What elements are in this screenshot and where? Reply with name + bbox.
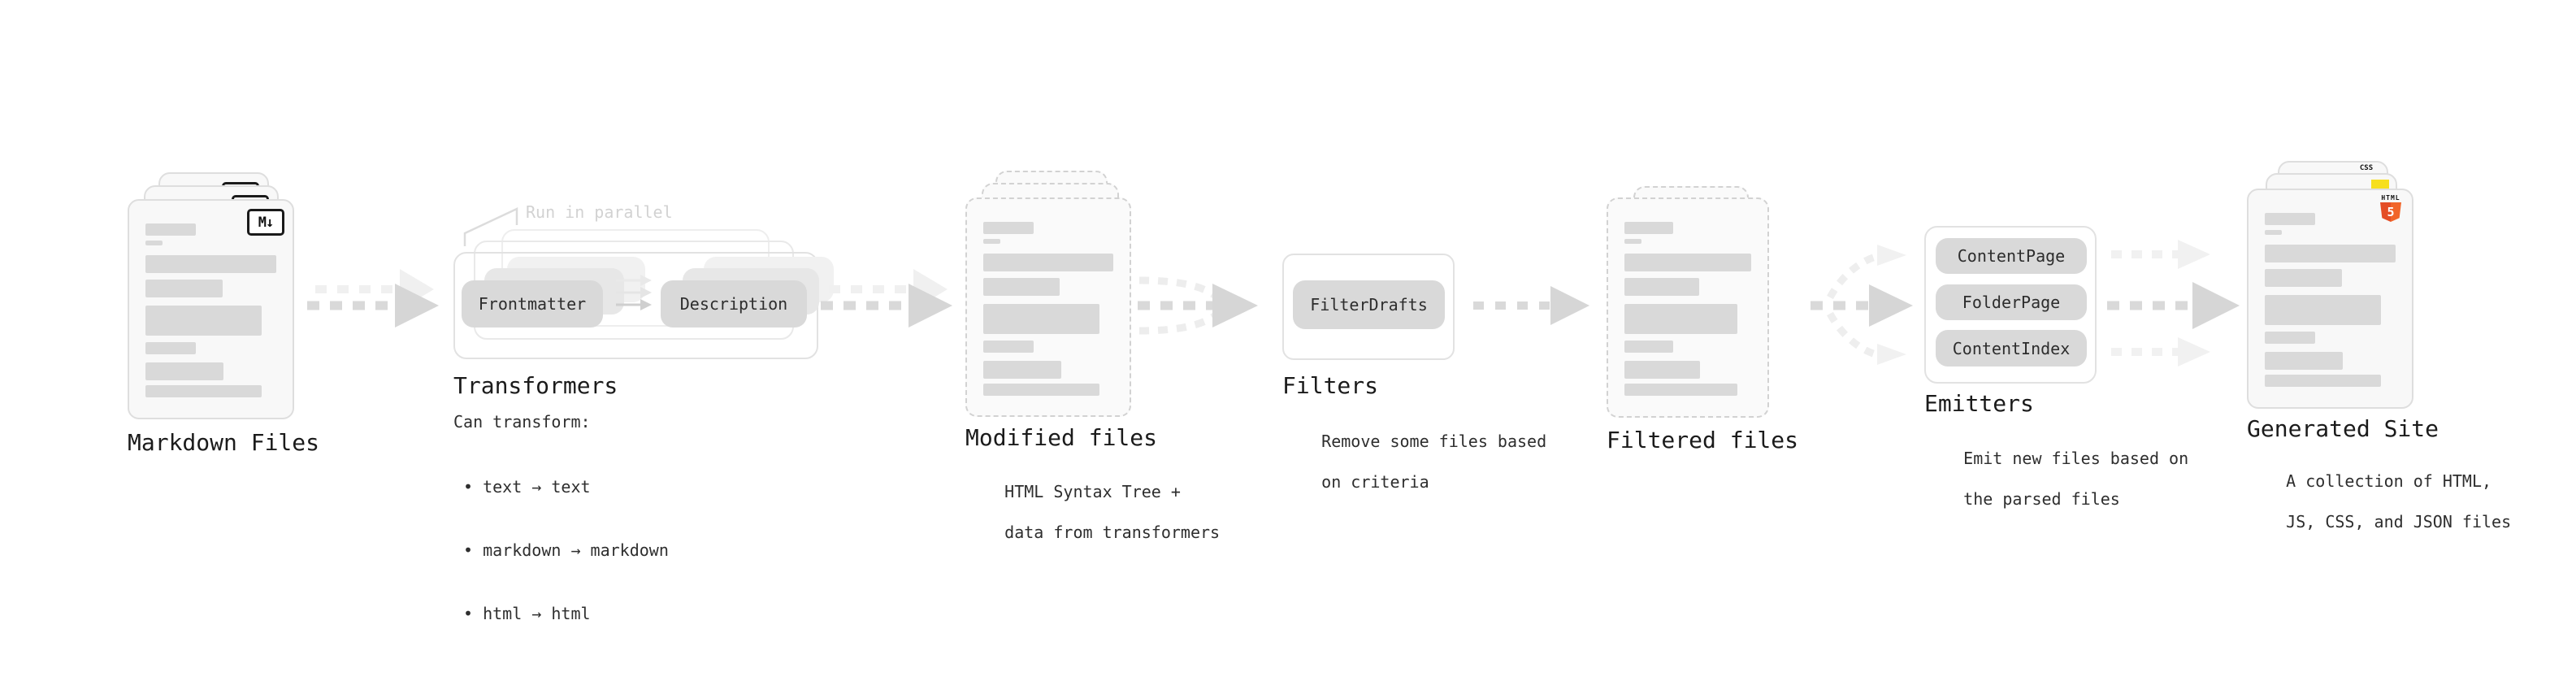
modified-files-title: Modified files	[965, 424, 1158, 451]
placeholder-line	[2265, 230, 2283, 235]
placeholder-line	[1624, 278, 1699, 296]
generated-site-subtitle-line1: A collection of HTML,	[2286, 471, 2492, 491]
arrow-emitters-to-generated-bottom	[2111, 337, 2210, 367]
generated-site-subtitle-line2: JS, CSS, and JSON files	[2286, 512, 2512, 531]
generated-file-card-html: HTML 5	[2247, 189, 2413, 409]
modified-files-stack	[965, 159, 1169, 427]
html5-icon: HTML 5	[2379, 194, 2402, 222]
placeholder-line	[1624, 361, 1701, 379]
placeholder-line	[145, 342, 196, 354]
placeholder-line	[145, 362, 224, 380]
modified-files-subtitle-line2: data from transformers	[1004, 523, 1221, 542]
bullet-markdown-to-markdown: • markdown → markdown	[463, 540, 669, 560]
filtered-files-title: Filtered files	[1607, 427, 1799, 453]
html5-icon-label: HTML	[2381, 194, 2400, 202]
css-icon-label: CSS	[2359, 164, 2374, 172]
document-placeholder-lines	[983, 199, 1115, 415]
modified-files-subtitle: HTML Syntax Tree + data from transformer…	[965, 462, 1220, 563]
document-placeholder-lines	[145, 201, 278, 418]
placeholder-line	[983, 361, 1061, 379]
document-placeholder-lines	[1624, 199, 1753, 416]
placeholder-line	[2265, 332, 2315, 344]
arrow-emitters-to-generated-top	[2111, 240, 2210, 269]
arrow-transformers-to-modified	[821, 269, 952, 327]
placeholder-line	[2265, 269, 2342, 287]
placeholder-line	[983, 304, 1099, 334]
markdown-files-title: Markdown Files	[128, 429, 320, 456]
placeholder-line	[1624, 254, 1752, 271]
markdown-file-card-front: M↓	[128, 199, 294, 419]
transformers-title: Transformers	[453, 372, 618, 399]
filtered-files-stack	[1607, 175, 1810, 427]
placeholder-line	[2265, 295, 2382, 325]
markdown-icon: M↓	[247, 209, 284, 236]
placeholder-line	[145, 385, 262, 397]
placeholder-line	[2265, 352, 2344, 370]
placeholder-line	[145, 223, 196, 236]
placeholder-line	[145, 280, 223, 297]
placeholder-line	[145, 255, 277, 273]
placeholder-line	[1624, 384, 1738, 396]
folderpage-pill: FolderPage	[1936, 284, 2087, 320]
html5-number: 5	[2387, 205, 2395, 219]
description-pill: Description	[661, 280, 807, 327]
placeholder-line	[983, 222, 1034, 234]
arrow-emitters-to-generated-middle	[2107, 282, 2240, 329]
placeholder-line	[1624, 304, 1738, 334]
placeholder-line	[2265, 245, 2396, 262]
markdown-files-stack: M↓ M↓ M↓	[128, 161, 331, 429]
bullet-html-to-html: • html → html	[463, 604, 591, 623]
modified-file-card-front	[965, 197, 1131, 417]
emitters-subtitle-line1: Emit new files based on	[1963, 449, 2189, 468]
contentindex-pill: ContentIndex	[1936, 330, 2087, 367]
arrow-filters-to-filtered	[1473, 286, 1589, 325]
placeholder-line	[145, 241, 163, 245]
document-placeholder-lines	[2265, 190, 2397, 407]
placeholder-line	[145, 306, 262, 336]
emitters-subtitle-line2: the parsed files	[1963, 489, 2120, 509]
transformers-bullet-list: • text → text • markdown → markdown • ht…	[463, 434, 669, 666]
bullet-text-to-text: • text → text	[463, 477, 591, 497]
emitters-title: Emitters	[1924, 390, 2034, 417]
contentpage-pill: ContentPage	[1936, 238, 2087, 274]
generated-site-stack: CSS HTML 5	[2247, 150, 2450, 418]
filtered-file-card-front	[1607, 197, 1769, 418]
placeholder-line	[1624, 222, 1674, 234]
emitters-subtitle: Emit new files based on the parsed files	[1924, 428, 2188, 530]
filters-subtitle-line2: on criteria	[1321, 472, 1429, 492]
run-in-parallel-annotation: Run in parallel	[526, 202, 673, 222]
filters-subtitle: Remove some files based on criteria	[1282, 411, 1546, 513]
placeholder-line	[983, 384, 1099, 396]
filterdrafts-pill: FilterDrafts	[1293, 280, 1445, 329]
html5-shield: 5	[2380, 202, 2401, 222]
placeholder-line	[983, 278, 1060, 296]
placeholder-line	[1624, 340, 1674, 353]
generated-site-title: Generated Site	[2247, 415, 2439, 442]
placeholder-line	[983, 239, 1001, 244]
javascript-icon	[2371, 180, 2389, 189]
modified-files-subtitle-line1: HTML Syntax Tree +	[1004, 482, 1181, 501]
filters-title: Filters	[1282, 372, 1379, 399]
placeholder-line	[983, 254, 1114, 271]
placeholder-line	[2265, 213, 2315, 225]
placeholder-line	[2265, 375, 2382, 387]
transformers-caption: Can transform:	[453, 412, 591, 432]
placeholder-line	[1624, 239, 1641, 244]
generated-site-subtitle: A collection of HTML, JS, CSS, and JSON …	[2247, 451, 2511, 553]
filters-subtitle-line1: Remove some files based	[1321, 432, 1547, 451]
placeholder-line	[983, 340, 1034, 353]
arrow-filtered-to-emitters-diverge	[1811, 245, 1913, 365]
frontmatter-pill: Frontmatter	[462, 280, 603, 327]
